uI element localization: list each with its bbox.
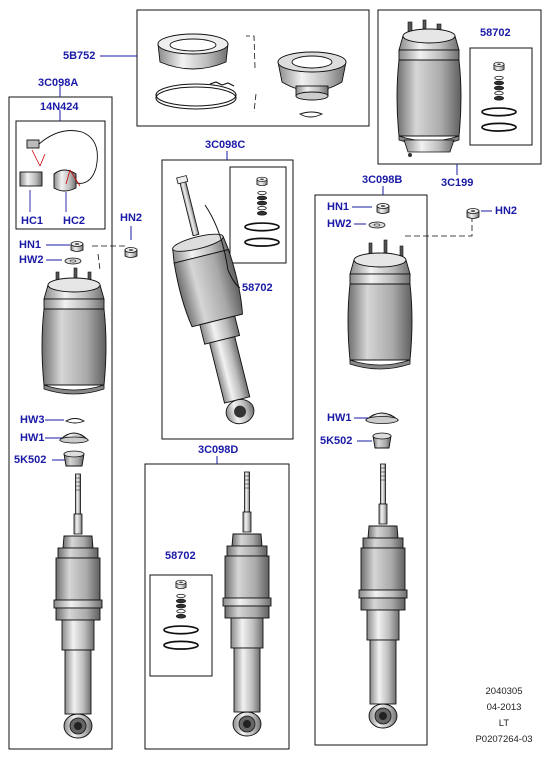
shock-3c098c [172,175,255,425]
label-3c098d: 3C098D [198,444,239,456]
drawing-date: 04-2013 [486,702,522,713]
top-mount-assembly [277,51,347,118]
label-hc1: HC1 [21,215,44,227]
label-5k502-right: 5K502 [320,435,353,447]
label-58702-bot: 58702 [165,550,196,562]
drawing-reference: P0207264-03 [475,734,533,745]
label-3c098c: 3C098C [205,139,246,151]
air-spring-3c199 [396,19,462,157]
label-hn2-left: HN2 [120,212,143,224]
drawing-initials: LT [498,718,510,729]
label-hw1-right: HW1 [327,412,352,424]
drawing-code: 2040305 [485,686,523,697]
label-58702-top: 58702 [480,27,511,39]
air-spring-right [347,239,413,370]
label-hn1-left: HN1 [19,239,42,251]
label-5k502-left: 5K502 [14,454,47,466]
label-5b752: 5B752 [63,50,96,62]
label-hw3: HW3 [20,414,45,426]
label-3c199: 3C199 [441,177,474,189]
air-spring-left [41,267,107,395]
label-hc2: HC2 [63,215,86,227]
top-mount-ring [157,33,229,70]
label-14n424: 14N424 [40,101,79,113]
label-hn2-right: HN2 [495,205,518,217]
label-hw2-left: HW2 [19,254,44,266]
label-hw1-left: HW1 [20,432,45,444]
label-hn1-right: HN1 [327,201,350,213]
sensor-harness [19,130,98,212]
label-3c098a: 3C098A [38,77,79,89]
label-58702-mid: 58702 [242,282,273,294]
retaining-band [155,81,237,110]
label-3c098b: 3C098B [362,174,403,186]
label-hw2-right: HW2 [327,218,352,230]
